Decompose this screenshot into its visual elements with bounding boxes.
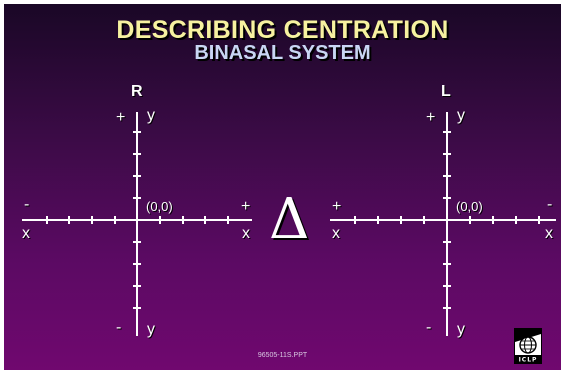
- delta-symbol: Δ: [269, 187, 310, 252]
- left-x-right-label: x: [545, 225, 553, 242]
- right-y-bottom-label: y: [147, 321, 155, 338]
- slide-subtitle: BINASAL SYSTEM: [194, 42, 371, 64]
- left-y-bottom-sign: -: [426, 319, 432, 336]
- right-x-ticks: [46, 216, 229, 224]
- slide-title: DESCRIBING CENTRATION: [116, 16, 449, 44]
- left-x-ticks: [354, 216, 540, 224]
- left-origin-label: (0,0): [456, 199, 483, 214]
- right-x-right-sign: +: [241, 198, 251, 215]
- logo-text: ICLP: [519, 357, 538, 364]
- right-x-left-label: x: [22, 225, 30, 242]
- left-y-top-label: y: [457, 107, 465, 124]
- right-x-left-sign: -: [24, 196, 30, 213]
- left-x-left-sign: +: [332, 198, 342, 215]
- left-eye-axes: [330, 112, 556, 336]
- right-y-top-sign: +: [116, 109, 126, 126]
- right-origin-label: (0,0): [146, 199, 173, 214]
- left-y-ticks: [443, 131, 451, 309]
- axes-diagram: [22, 112, 556, 336]
- left-eye-label: L: [441, 83, 451, 100]
- iclp-globe-logo-icon: ICLP: [514, 328, 542, 364]
- left-y-bottom-label: y: [457, 321, 465, 338]
- left-x-left-label: x: [332, 225, 340, 242]
- right-y-ticks: [133, 131, 141, 309]
- right-eye-axes: [22, 112, 252, 336]
- right-y-top-label: y: [147, 107, 155, 124]
- right-x-right-label: x: [242, 225, 250, 242]
- file-name: 96505-11S.PPT: [257, 352, 308, 359]
- left-y-top-sign: +: [426, 109, 436, 126]
- right-eye-label: R: [131, 83, 143, 100]
- left-x-right-sign: -: [547, 196, 553, 213]
- right-y-bottom-sign: -: [116, 319, 122, 336]
- slide: DESCRIBING CENTRATION BINASAL SYSTEM: [4, 4, 561, 370]
